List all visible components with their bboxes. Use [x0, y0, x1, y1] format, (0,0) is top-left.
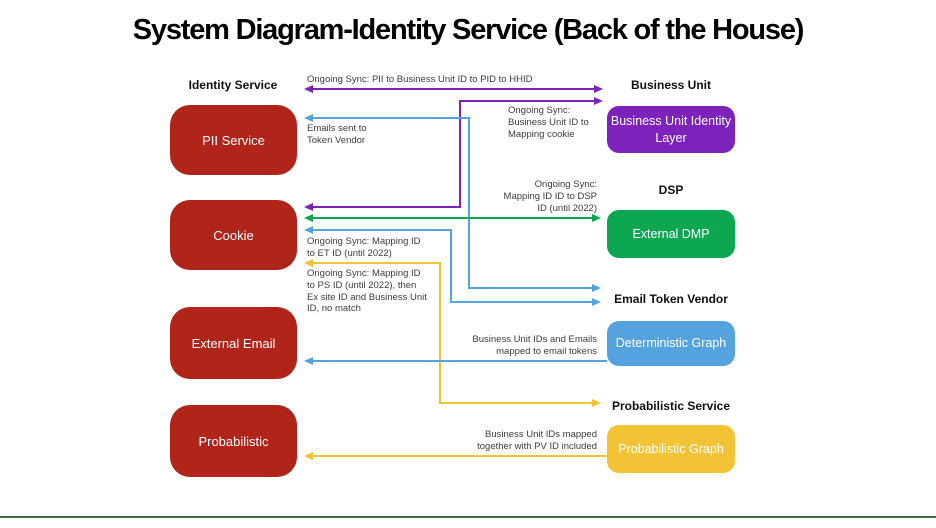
edge-label-bu-ids-emails: Business Unit IDs and Emails mapped to e…: [472, 334, 597, 357]
edge-label-emails-sent: Emails sent to Token Vendor: [307, 123, 367, 146]
arrowhead-right-icon: [592, 284, 601, 292]
node-external-email: External Email: [170, 307, 297, 379]
node-pii-service: PII Service: [170, 105, 297, 175]
edge-line: [312, 217, 592, 219]
arrowhead-left-icon: [304, 452, 313, 460]
edge-line: [439, 402, 592, 404]
arrowhead-left-icon: [304, 85, 313, 93]
edge-line: [312, 117, 470, 119]
edge-line: [312, 88, 594, 90]
arrowhead-left-icon: [304, 203, 313, 211]
edge-line: [459, 100, 461, 208]
arrowhead-left-icon: [304, 259, 313, 267]
arrowhead-left-icon: [304, 114, 313, 122]
arrowhead-right-icon: [594, 97, 603, 105]
slide-title: System Diagram-Identity Service (Back of…: [132, 14, 805, 46]
arrowhead-left-icon: [304, 214, 313, 222]
edge-line: [312, 206, 461, 208]
column-header-email-token-vendor: Email Token Vendor: [614, 292, 728, 306]
edge-label-mapping-et: Ongoing Sync: Mapping ID to ET ID (until…: [307, 236, 421, 259]
edge-line: [439, 262, 441, 404]
arrowhead-left-icon: [304, 226, 313, 234]
node-business-unit-identity-layer: Business Unit Identity Layer: [607, 106, 735, 153]
node-deterministic-graph: Deterministic Graph: [607, 321, 735, 366]
node-probabilistic: Probabilistic: [170, 405, 297, 477]
column-header-identity-service: Identity Service: [188, 78, 278, 92]
edge-line: [312, 262, 441, 264]
arrowhead-right-icon: [592, 399, 601, 407]
node-cookie: Cookie: [170, 200, 297, 270]
edge-label-bu-mapping-cookie: Ongoing Sync: Business Unit ID to Mappin…: [508, 105, 589, 140]
edge-line: [312, 455, 607, 457]
edge-label-mapping-dsp: Ongoing Sync: Mapping ID ID to DSP ID (u…: [503, 179, 597, 214]
edge-label-mapping-ps: Ongoing Sync: Mapping ID to PS ID (until…: [307, 268, 427, 315]
column-header-probabilistic-service: Probabilistic Service: [611, 399, 731, 413]
arrowhead-left-icon: [304, 357, 313, 365]
edge-line: [468, 117, 470, 289]
edge-label-pii-hhid: Ongoing Sync: PII to Business Unit ID to…: [307, 74, 533, 85]
edge-line: [459, 100, 594, 102]
column-header-dsp: DSP: [658, 183, 684, 197]
column-header-business-unit: Business Unit: [630, 78, 711, 92]
edge-line: [450, 301, 592, 303]
edge-line: [312, 229, 452, 231]
edge-line: [312, 360, 607, 362]
edge-label-bu-ids-pv: Business Unit IDs mapped together with P…: [477, 429, 597, 452]
footer-divider: [0, 516, 936, 518]
edge-line: [468, 287, 592, 289]
arrowhead-right-icon: [594, 85, 603, 93]
arrowhead-right-icon: [592, 298, 601, 306]
node-probabilistic-graph: Probabilistic Graph: [607, 425, 735, 473]
arrowhead-right-icon: [592, 214, 601, 222]
node-external-dmp: External DMP: [607, 210, 735, 258]
edge-line: [450, 229, 452, 303]
